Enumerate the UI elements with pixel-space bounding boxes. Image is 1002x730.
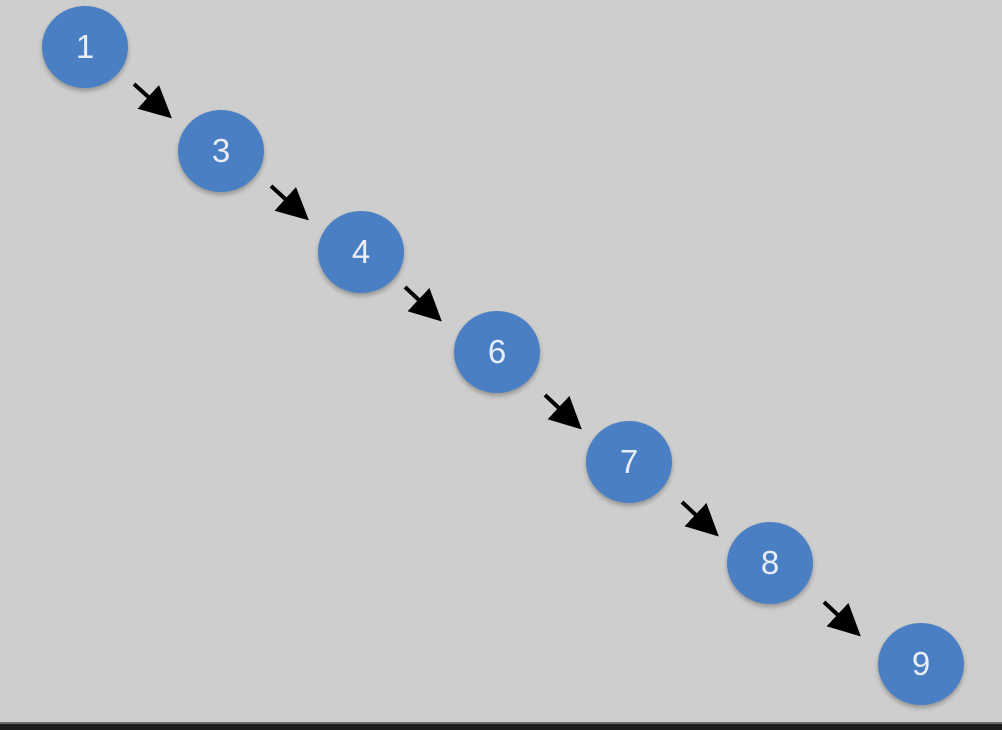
edge-8-to-9 <box>822 600 861 637</box>
node-9: 9 <box>878 623 964 705</box>
node-3: 3 <box>178 110 264 192</box>
node-6: 6 <box>454 311 540 393</box>
edge-1-to-3 <box>132 82 172 119</box>
edge-4-to-6 <box>403 285 442 322</box>
edge-6-to-7 <box>543 393 582 430</box>
node-8: 8 <box>727 522 813 604</box>
edge-7-to-8 <box>680 500 719 537</box>
edge-3-to-4 <box>269 184 309 221</box>
node-1: 1 <box>42 6 128 88</box>
bottom-edge-bar <box>0 722 1002 730</box>
node-4: 4 <box>318 211 404 293</box>
node-7: 7 <box>586 421 672 503</box>
